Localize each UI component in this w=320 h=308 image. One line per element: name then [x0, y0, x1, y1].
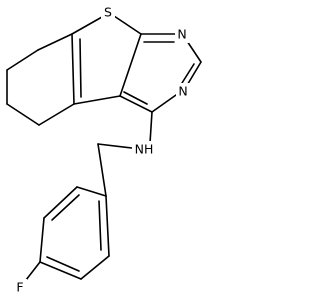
- bond-c7a-c4a: [71, 33, 75, 105]
- nitrogen-top-label: N: [177, 27, 186, 42]
- bond-c4b-c9a: [119, 33, 142, 97]
- bond-c2p-c3p: [43, 186, 78, 219]
- bond-c4a-c4b: [73, 95, 121, 105]
- atom-labels: S N N NH F: [14, 4, 190, 296]
- bond-c2p-c3p-inner: [51, 194, 80, 221]
- bond-c4-nh: [149, 111, 153, 144]
- sulfur-label: S: [104, 5, 112, 20]
- bond-nh-ch2: [97, 143, 133, 149]
- bond-c4-c4a: [38, 103, 75, 126]
- bond-c5-c4: [6, 103, 40, 126]
- bond-ch2-ipso: [97, 143, 107, 197]
- bond-c4-c4b-inner: [123, 91, 148, 105]
- bond-c2-n3-inner: [181, 63, 195, 84]
- bond-n3-c4: [151, 94, 177, 113]
- bond-lines: [6, 15, 202, 281]
- bond-c4-c4b: [119, 95, 153, 113]
- bond-c7a-c7: [37, 33, 73, 51]
- bond-c7-c6: [6, 49, 39, 71]
- bond-c4p-f: [25, 261, 41, 281]
- bond-ipso-c2p: [76, 186, 107, 197]
- bond-c4p-c5p: [39, 261, 82, 280]
- bond-c7a-s: [71, 16, 103, 35]
- bond-c6p-ipso: [105, 195, 110, 257]
- bond-c3p-c4p: [39, 217, 45, 263]
- bond-c7a-c4a-inner: [79, 38, 82, 98]
- bond-c4p-c5p-inner: [46, 256, 80, 272]
- nitrogen-right-label: N: [178, 84, 187, 99]
- bond-c2-n3: [185, 61, 202, 88]
- bond-c6p-ipso-inner: [98, 200, 102, 251]
- chemical-structure-diagram: S N N NH F: [6, 4, 202, 296]
- amine-nh-label: NH: [135, 142, 154, 157]
- bond-c5p-c6p: [80, 255, 110, 280]
- fluorine-label: F: [16, 280, 23, 295]
- bond-s-c9a: [113, 15, 142, 35]
